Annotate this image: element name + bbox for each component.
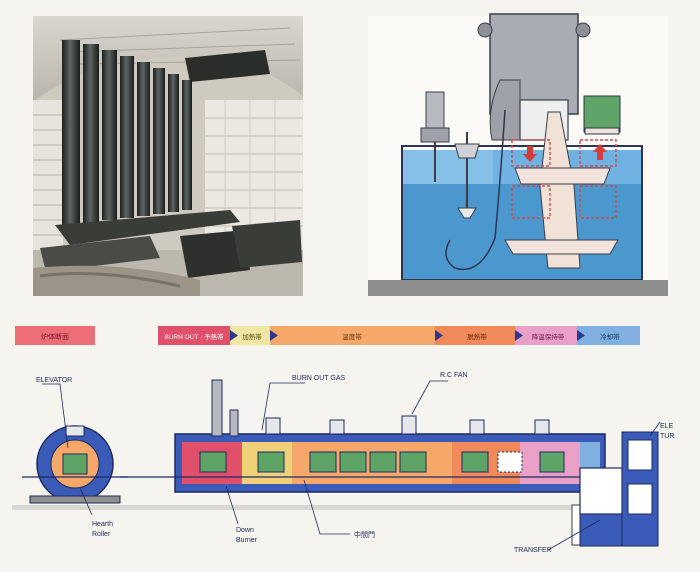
legend-label-burnout: BURN OUT · 予熱帯	[164, 332, 224, 341]
callout-middle-door: 中間門	[354, 530, 375, 539]
legend-label-section: 炉体断面	[41, 332, 69, 341]
legend-label-heat-removal: 脱熱帯	[467, 332, 487, 341]
legend-swatch-temperature	[270, 326, 435, 345]
callout-transfer: TRANSFER	[514, 547, 552, 554]
legend-arrow	[230, 330, 238, 341]
legend-arrow	[577, 330, 585, 341]
callout-rc-fan: R.C FAN	[440, 372, 468, 379]
callout-burner: Burner	[236, 537, 258, 544]
callouts: ELEVATOR BURN OUT GAS R.C FAN ELE TUR He…	[36, 372, 674, 554]
legend-label-temperature: 温度帯	[342, 332, 362, 341]
zone-legend: 炉体断面 BURN OUT · 予熱帯 加熱帯 温度帯 脱熱帯 降温保持帯 冷却…	[15, 326, 640, 345]
quench-tank-diagram	[368, 13, 668, 296]
furnace-interior-photo	[33, 16, 303, 296]
legend-label-heating: 加熱帯	[242, 332, 262, 341]
callout-roller: Roller	[92, 531, 111, 538]
legend-arrow	[435, 330, 443, 341]
legend-label-hold: 降温保持帯	[532, 332, 565, 341]
callout-hearth: Hearth	[92, 521, 113, 528]
legend-swatch-section	[15, 326, 95, 345]
callout-elevator-left: ELEVATOR	[36, 377, 72, 384]
legend-swatch-cooling	[577, 326, 640, 345]
callout-elevator-right-cont: TUR	[660, 433, 674, 440]
callout-burn-out-gas: BURN OUT GAS	[292, 375, 345, 382]
legend-arrow	[270, 330, 278, 341]
furnace-cross-section	[22, 425, 128, 504]
legend-swatch-burnout	[158, 326, 230, 345]
legend-arrow	[515, 330, 523, 341]
legend-swatch-hold	[515, 326, 577, 345]
legend-swatch-heat-removal	[435, 326, 515, 345]
legend-label-cooling: 冷却帯	[600, 332, 620, 341]
furnace-longitudinal-section	[12, 379, 659, 547]
callout-down: Down	[236, 527, 254, 534]
legend-swatch-heating	[230, 326, 270, 345]
callout-elevator-right: ELE	[660, 423, 674, 430]
